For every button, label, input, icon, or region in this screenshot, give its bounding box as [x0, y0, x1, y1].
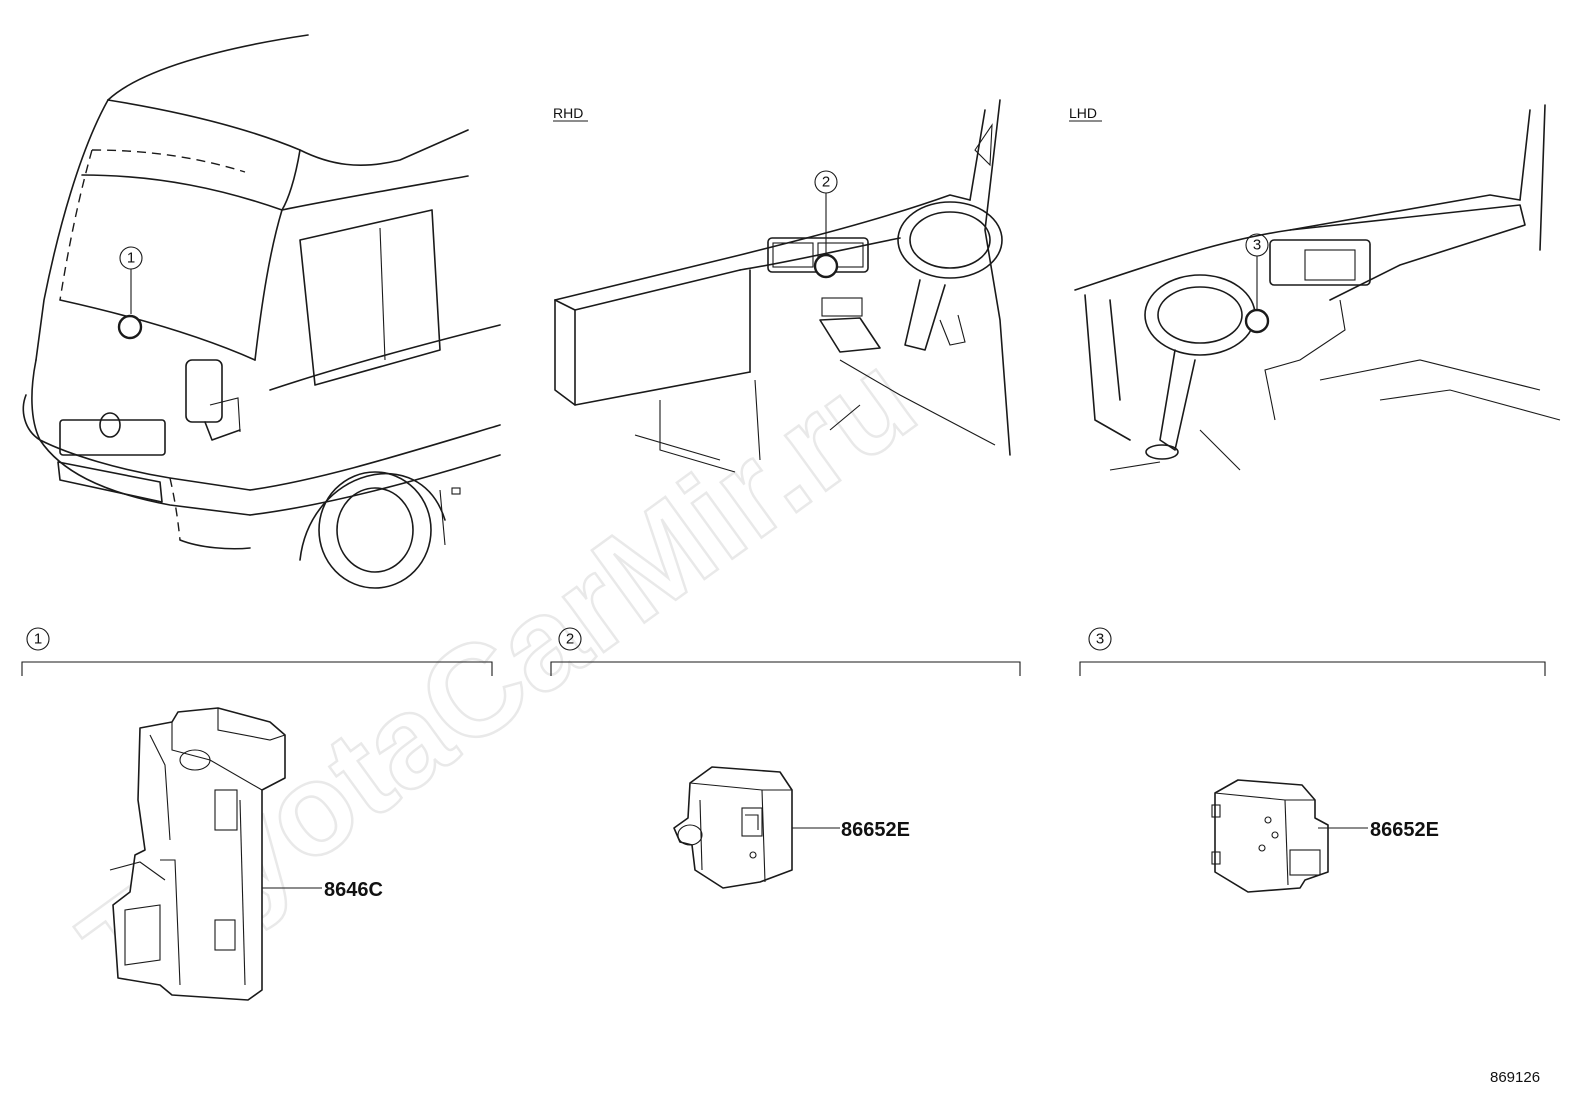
part-number-86652e-rhd: 86652E [841, 819, 910, 841]
location-marker-1 [117, 314, 143, 340]
part-number-86652e-lhd: 86652E [1370, 819, 1439, 841]
lhd-dashboard-illustration: 3 [1074, 104, 1561, 471]
part-86652e-lhd-illustration [1211, 779, 1329, 893]
rhd-dashboard-illustration: 2 [554, 99, 1011, 473]
lhd-label: LHD [1069, 105, 1097, 121]
section-2-header: 2 [550, 627, 1021, 676]
section-1-header: 1 [21, 627, 493, 676]
section-3-number: 3 [1096, 631, 1104, 648]
part-8646c-illustration [109, 707, 286, 1001]
location-marker-3 [1244, 308, 1270, 334]
bus-front-illustration: 1 [22, 34, 501, 589]
location-marker-2 [813, 253, 839, 279]
callout-1-number: 1 [127, 250, 135, 267]
part-number-8646c: 8646C [324, 879, 383, 901]
callout-2-number: 2 [822, 174, 830, 191]
section-2-number: 2 [566, 631, 574, 648]
drawing-reference-number: 869126 [1490, 1069, 1540, 1086]
rhd-label: RHD [553, 105, 583, 121]
callout-3-number: 3 [1253, 237, 1261, 254]
section-3-header: 3 [1079, 627, 1546, 676]
part-86652e-rhd-illustration [673, 766, 793, 889]
section-1-number: 1 [34, 631, 42, 648]
